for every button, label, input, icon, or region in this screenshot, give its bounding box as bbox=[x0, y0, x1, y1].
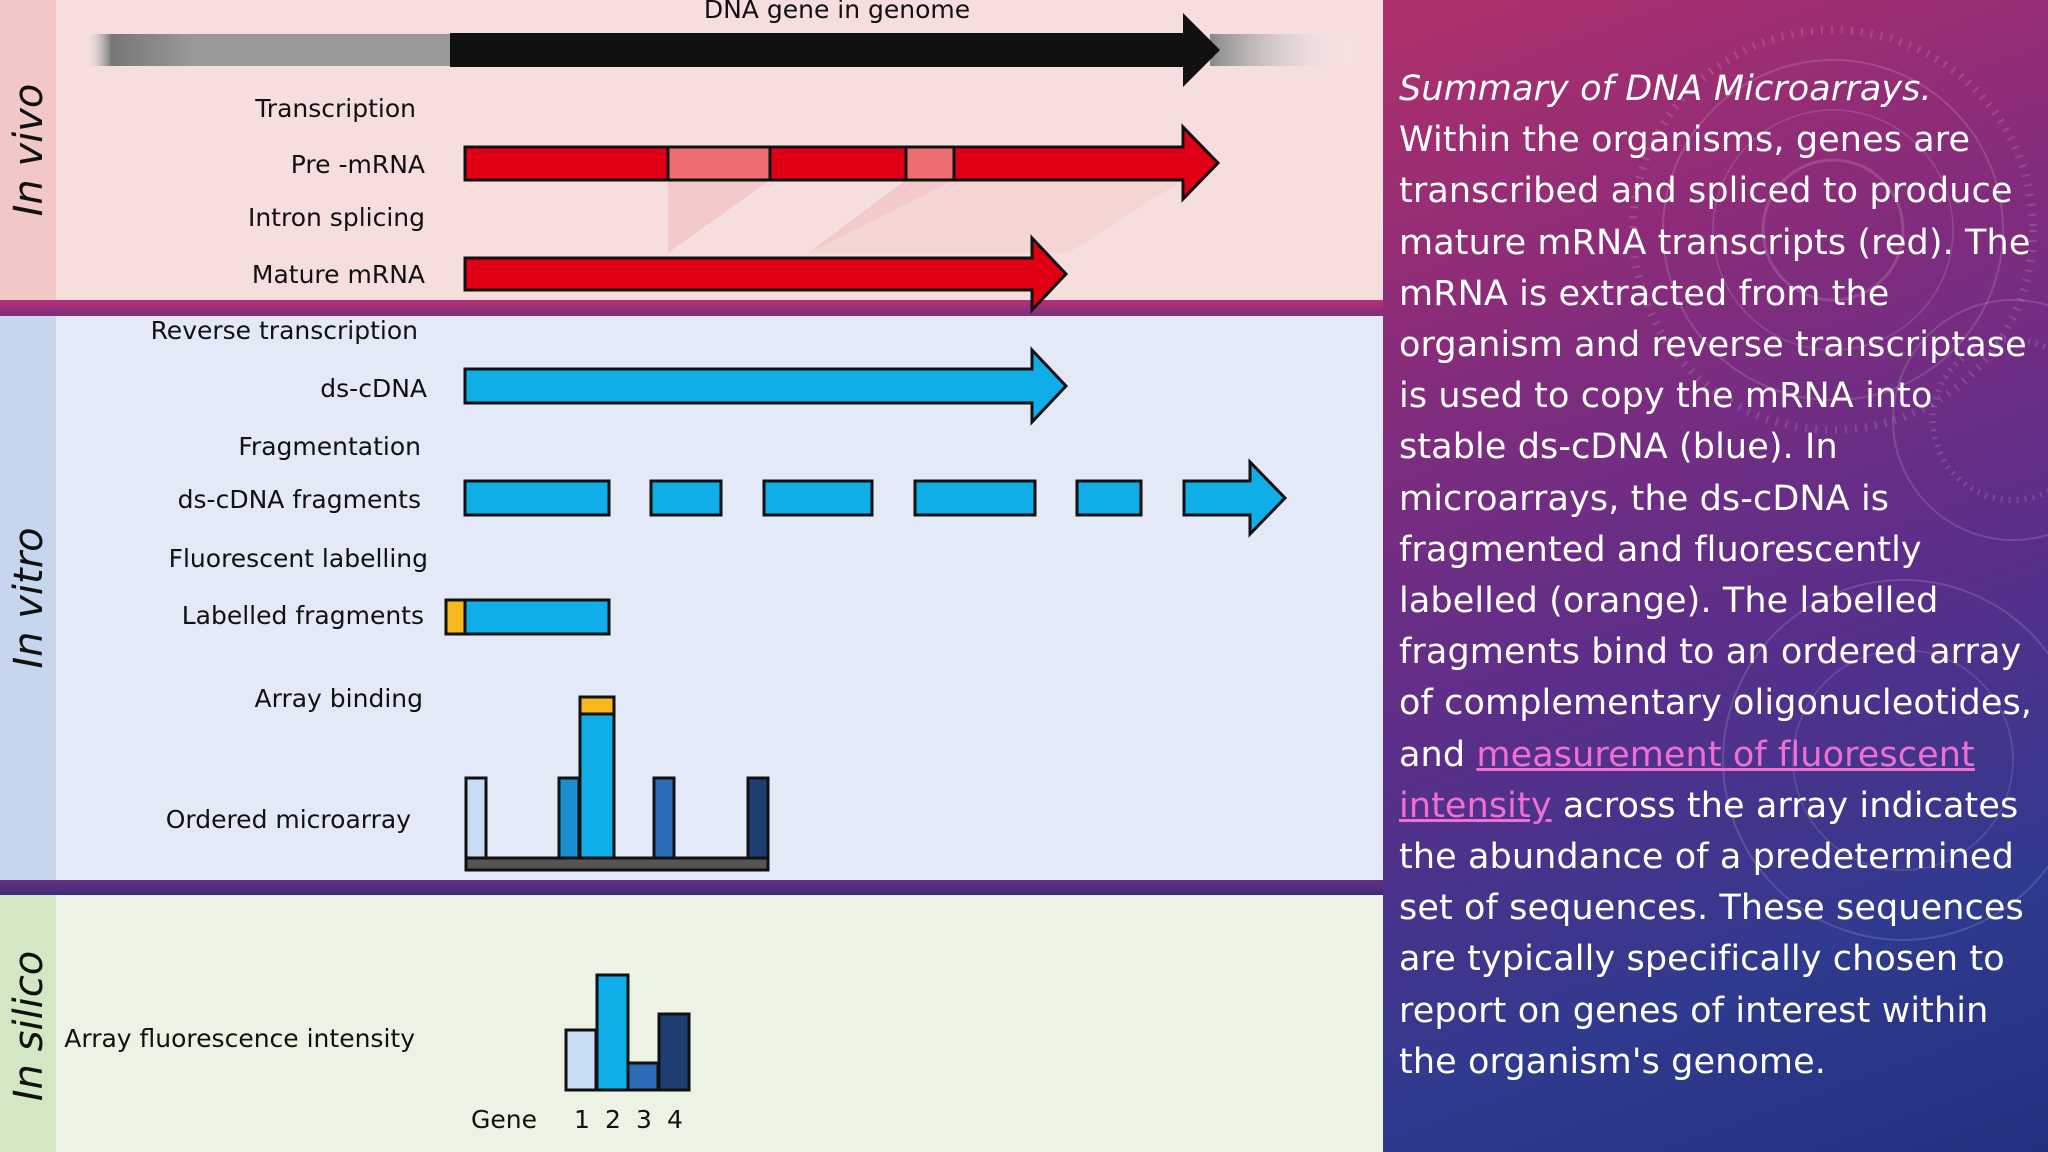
intensity-bar-gene-2 bbox=[595, 973, 630, 1092]
intensity-bar-gene-1 bbox=[564, 1028, 598, 1092]
cdna-fragment bbox=[913, 479, 1037, 517]
ds-cdna-label: ds-cDNA bbox=[320, 374, 427, 403]
splice-guide bbox=[808, 180, 1183, 253]
in-vivo-band bbox=[0, 0, 56, 300]
array-fluorescence-intensity-label: Array fluorescence intensity bbox=[64, 1024, 415, 1053]
gene-tick-2: 2 bbox=[605, 1105, 621, 1134]
fragmentation-label: Fragmentation bbox=[238, 432, 421, 461]
genome-flank-right bbox=[1210, 34, 1360, 66]
pre-mrna-label: Pre -mRNA bbox=[291, 150, 425, 179]
summary-panel: Summary of DNA Microarrays. Within the o… bbox=[1383, 0, 2048, 1152]
genome-gene-arrow bbox=[450, 13, 1220, 87]
cdna-fragment bbox=[649, 479, 723, 517]
array-binding-label: Array binding bbox=[255, 684, 423, 713]
summary-text: Summary of DNA Microarrays. Within the o… bbox=[1399, 64, 2039, 1088]
cdna-fragment-arrow bbox=[1182, 458, 1288, 538]
genome-label: DNA gene in genome bbox=[704, 0, 970, 24]
reverse-transcription-label: Reverse transcription bbox=[151, 316, 418, 345]
ds-cdna-arrow bbox=[463, 346, 1069, 426]
cdna-fragment bbox=[1075, 479, 1143, 517]
fluorescent-labelling-label: Fluorescent labelling bbox=[169, 544, 428, 573]
in-vitro-label: In vitro bbox=[6, 527, 52, 668]
in-silico-label: In silico bbox=[6, 951, 52, 1102]
labelled-fragment bbox=[463, 598, 611, 636]
microarray-probe-bound bbox=[578, 712, 616, 860]
summary-lead: Summary of DNA Microarrays. bbox=[1399, 69, 1932, 109]
gene-tick-4: 4 bbox=[667, 1105, 683, 1134]
summary-body: Within the organisms, genes are transcri… bbox=[1399, 120, 2033, 775]
microarray-probe bbox=[746, 776, 770, 860]
bound-fluorescent-label bbox=[578, 695, 616, 716]
microarray-probe bbox=[464, 776, 488, 860]
cdna-fragment bbox=[463, 479, 611, 517]
fluorescent-intensity-link[interactable]: measurement of fluorescent intensity bbox=[1399, 734, 1975, 826]
decorative-rings bbox=[1629, 26, 2048, 941]
gene-tick-1: 1 bbox=[574, 1105, 590, 1134]
stage-separator bbox=[0, 300, 1383, 316]
microarray-diagram: In vivo In vitro In silico DNA gene in g… bbox=[0, 0, 1383, 1152]
stage-separator bbox=[0, 880, 1383, 895]
in-vitro-panel bbox=[0, 316, 1383, 880]
pre-mrna-arrow bbox=[463, 123, 1221, 203]
microarray-probe bbox=[652, 776, 676, 860]
mature-mrna-arrow bbox=[463, 234, 1069, 314]
microarray-base bbox=[464, 856, 770, 872]
splice-guide bbox=[668, 180, 770, 253]
genome-flank-left bbox=[82, 34, 452, 66]
in-silico-band bbox=[0, 895, 56, 1152]
in-vitro-band bbox=[0, 316, 56, 880]
in-silico-panel bbox=[0, 895, 1383, 1152]
microarray-probe bbox=[557, 776, 581, 860]
mature-mrna-label: Mature mRNA bbox=[252, 260, 425, 289]
intensity-bar-gene-3 bbox=[626, 1061, 660, 1092]
in-vivo-label: In vivo bbox=[6, 84, 52, 217]
intron-splicing-label: Intron splicing bbox=[248, 203, 425, 232]
intensity-bar-gene-4 bbox=[657, 1012, 691, 1092]
labelled-fragments-label: Labelled fragments bbox=[182, 601, 424, 630]
gene-axis-label: Gene bbox=[471, 1105, 537, 1134]
ordered-microarray-label: Ordered microarray bbox=[166, 805, 412, 834]
intron bbox=[666, 145, 772, 182]
fluorescent-label bbox=[444, 598, 467, 636]
summary-body-end: across the array indicates the abundance… bbox=[1399, 785, 2024, 1082]
cdna-fragment bbox=[762, 479, 874, 517]
transcription-label: Transcription bbox=[254, 94, 416, 123]
intron bbox=[904, 145, 956, 182]
ds-cdna-fragments-label: ds-cDNA fragments bbox=[178, 485, 421, 514]
gene-tick-3: 3 bbox=[636, 1105, 652, 1134]
